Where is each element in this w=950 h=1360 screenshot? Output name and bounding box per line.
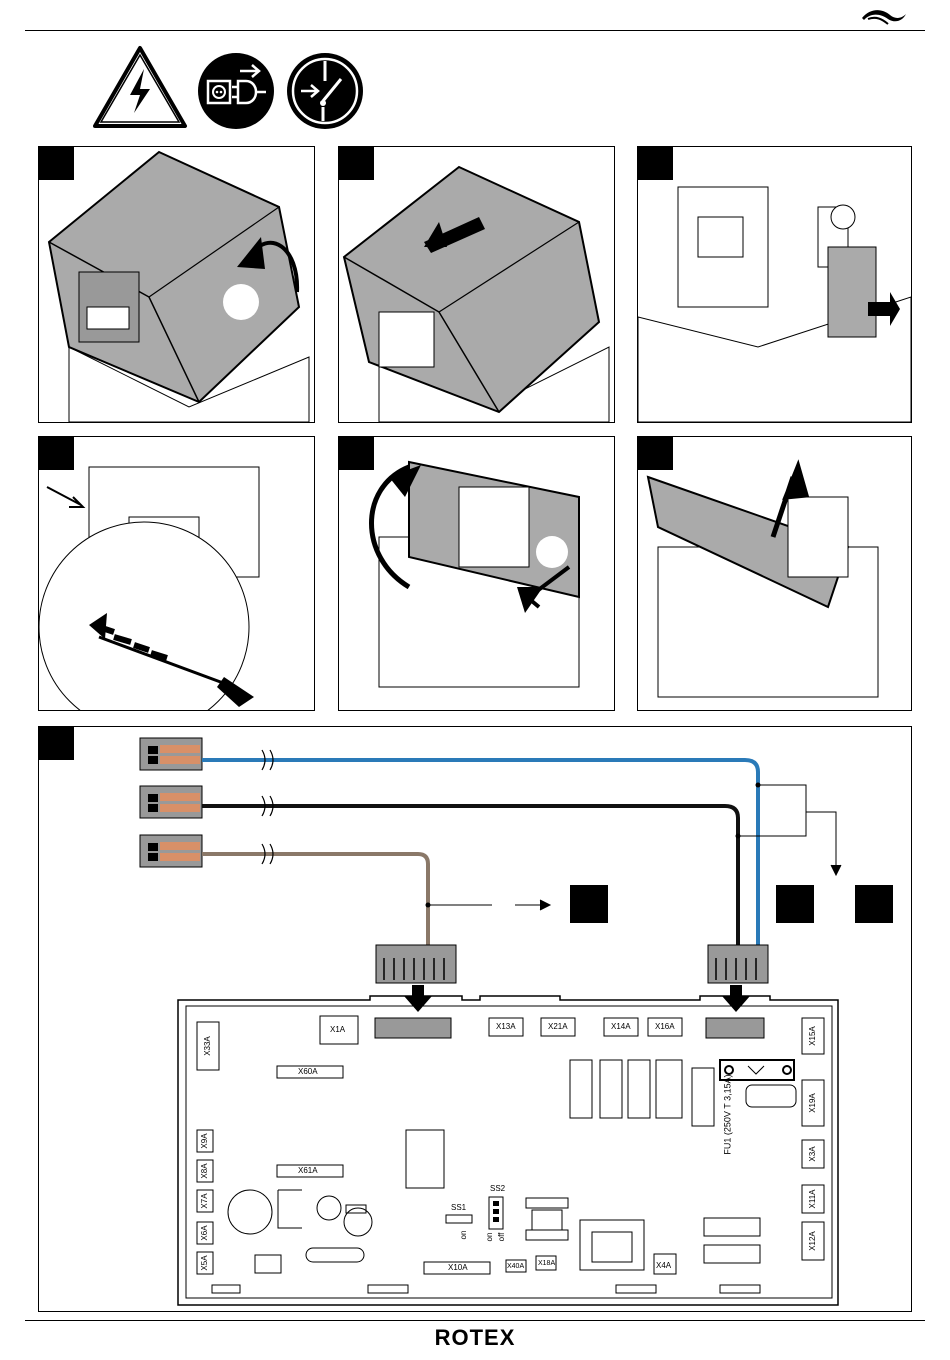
plug-5-pin [708,945,768,1012]
switch-pins [493,1201,499,1222]
label-x6a: X6A [201,1221,209,1245]
label-x19a: X19A [809,1091,817,1115]
label-x10a: X10A [448,1264,468,1272]
label-x40a: X40A [507,1263,524,1270]
label-x13a: X13A [496,1023,516,1031]
label-x12a: X12A [809,1229,817,1253]
label-x61a: X61A [298,1167,318,1175]
label-fuse: FU1 (250V T 3,15A) [724,1067,733,1163]
label-x33a: X33A [204,1034,212,1058]
label-x7a: X7A [201,1189,209,1213]
label-x8a: X8A [201,1159,209,1183]
plug-7-pin [376,945,456,1012]
label-off-ss2: off [498,1230,506,1244]
label-x15a: X15A [809,1024,817,1048]
label-x5a: X5A [201,1251,209,1275]
label-x16a: X16A [655,1023,675,1031]
label-on-ss2: on [486,1230,494,1244]
label-x4a: X4A [656,1262,671,1270]
reference-box [855,885,893,923]
label-ss1: SS1 [451,1204,466,1212]
label-x9a: X9A [201,1129,209,1153]
brown-cable [202,854,428,948]
label-x14a: X14A [611,1023,631,1031]
label-x11a: X11A [809,1187,817,1211]
terminal-connector-brown [140,835,202,867]
terminal-connector-black [140,786,202,818]
label-x1a: X1A [330,1026,345,1034]
reference-box [776,885,814,923]
label-ss2: SS2 [490,1185,505,1193]
reference-box [570,885,608,923]
footer-rule [25,1320,925,1321]
label-x21a: X21A [548,1023,568,1031]
label-x60a: X60A [298,1068,318,1076]
label-on-ss1: on [460,1228,468,1242]
label-x18a: X18A [538,1260,555,1267]
terminal-connector-blue [140,738,202,770]
black-cable [202,806,738,948]
label-x3a: X3A [809,1142,817,1166]
pcb-board [178,996,838,1305]
footer-brand-logo: ROTEX [0,1325,950,1351]
